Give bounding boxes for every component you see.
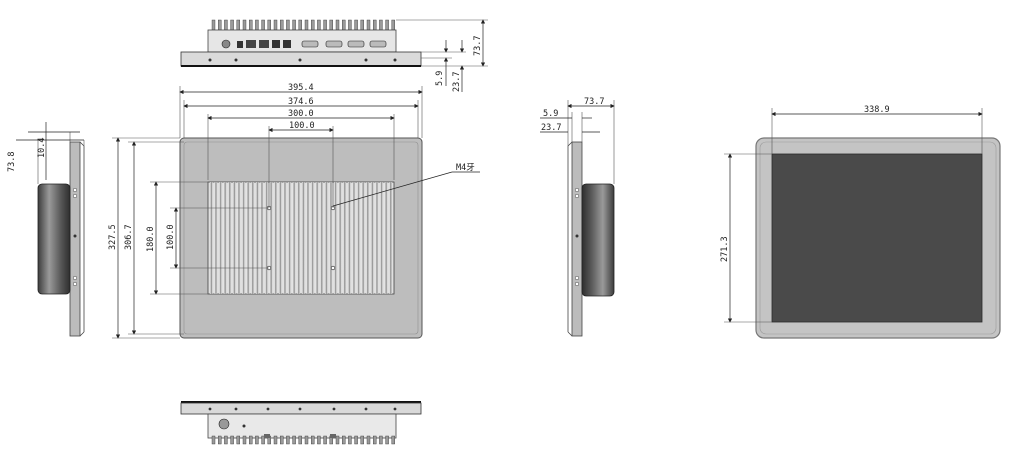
left-plate-dim: 10.4 <box>37 138 47 158</box>
bottom-heatsink-fins <box>211 435 395 445</box>
rear-vesa-large-height-dim: 180.0 <box>146 226 156 252</box>
right-side-view: 73.7 5.9 23.7 <box>540 97 615 337</box>
front-screen-width-dim: 338.9 <box>864 105 890 115</box>
rear-overall-height-dim: 327.5 <box>108 224 118 250</box>
rear-heatsink-fins <box>207 181 395 295</box>
rear-vesa-small-height-dim: 100.0 <box>166 224 176 250</box>
io-ports <box>208 39 397 62</box>
right-plate-dim: 5.9 <box>543 109 558 119</box>
bottom-view <box>180 401 422 445</box>
top-view: 73.7 5.9 23.7 <box>180 19 488 92</box>
right-body-dim: 23.7 <box>541 123 561 133</box>
top-plate-dim: 5.9 <box>435 71 445 86</box>
top-heatsink-fins <box>211 19 395 31</box>
front-view: 338.9 271.3 <box>720 105 1001 339</box>
left-side-view: 73.8 10.4 <box>7 122 85 337</box>
right-depth-dim: 73.7 <box>584 97 604 107</box>
front-screen-height-dim: 271.3 <box>720 236 730 262</box>
rear-overall-width-dim: 395.4 <box>288 83 314 93</box>
rear-inner-width-dim: 374.6 <box>288 97 314 107</box>
top-depth-dim: 73.7 <box>473 36 483 56</box>
rear-vesa-large-width-dim: 300.0 <box>288 109 314 119</box>
rear-inner-height-dim: 306.7 <box>124 224 134 250</box>
rear-view: 395.4 374.6 300.0 100.0 327.5 306.7 180.… <box>108 83 480 339</box>
rear-vesa-small-width-dim: 100.0 <box>289 121 315 131</box>
display-screen <box>771 153 983 323</box>
thread-callout: M4牙 <box>456 163 475 173</box>
left-depth-dim: 73.8 <box>7 152 17 172</box>
top-body-dim: 23.7 <box>452 72 462 92</box>
